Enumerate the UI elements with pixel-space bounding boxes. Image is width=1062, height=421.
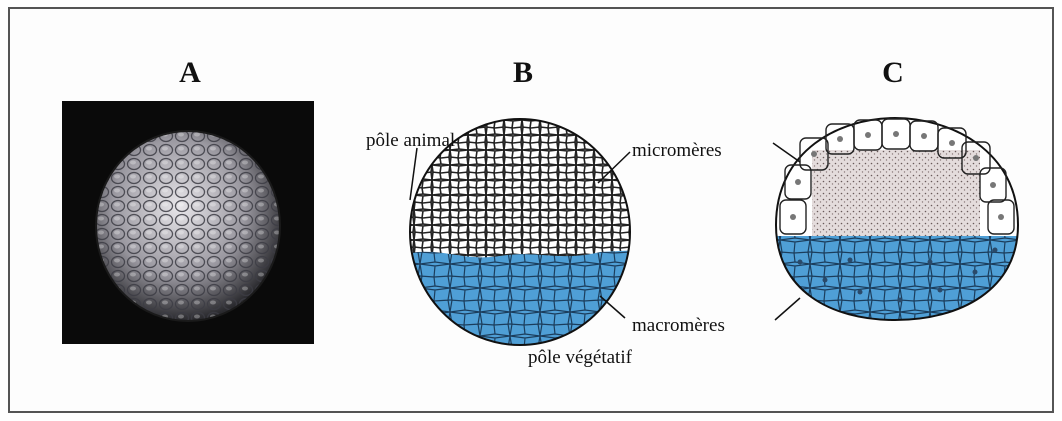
blastula-body: [770, 110, 1030, 326]
label-pole-animal: pôle animal: [366, 130, 455, 152]
label-pole-vegetatif: pôle végétatif: [528, 347, 632, 369]
label-micromeres: micromères: [632, 140, 722, 162]
label-macromeres: macromères: [632, 315, 725, 337]
blastocoel-cavity: [812, 150, 980, 245]
